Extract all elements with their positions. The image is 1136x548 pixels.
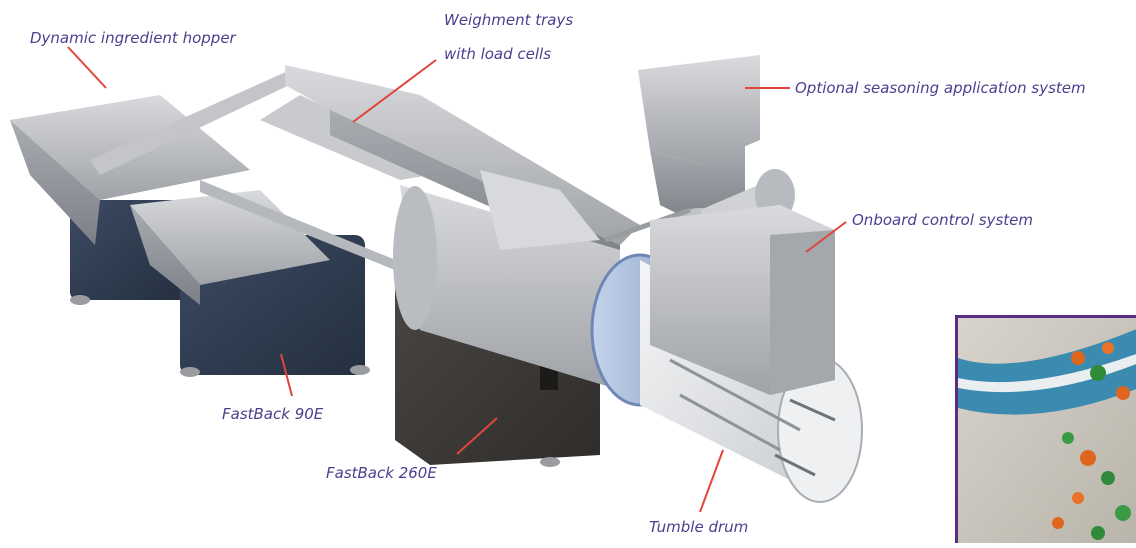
control-box: [650, 205, 835, 395]
inset-image: [958, 318, 1136, 543]
label-fastback-260e: FastBack 260E: [326, 464, 437, 482]
leader-control: [805, 221, 847, 253]
leader-drum: [699, 449, 724, 513]
label-tumble-drum: Tumble drum: [649, 518, 749, 536]
label-fastback-90e: FastBack 90E: [222, 405, 324, 423]
leader-fastback90: [280, 353, 293, 397]
leader-lines: [67, 46, 847, 513]
label-weighment-trays-line2: with load cells: [444, 45, 552, 63]
label-onboard-control-system: Onboard control system: [852, 211, 1033, 229]
main-tube: [393, 170, 620, 390]
label-optional-seasoning-system: Optional seasoning application system: [795, 79, 1086, 97]
leader-hopper: [67, 46, 107, 89]
leader-trays: [352, 59, 437, 123]
vegetable-pieces: [1052, 342, 1131, 540]
product-photo-inset: [955, 315, 1136, 543]
label-weighment-trays-line1: Weighment trays: [444, 11, 574, 29]
leader-fastback260: [456, 417, 498, 455]
label-dynamic-ingredient-hopper: Dynamic ingredient hopper: [30, 29, 236, 47]
